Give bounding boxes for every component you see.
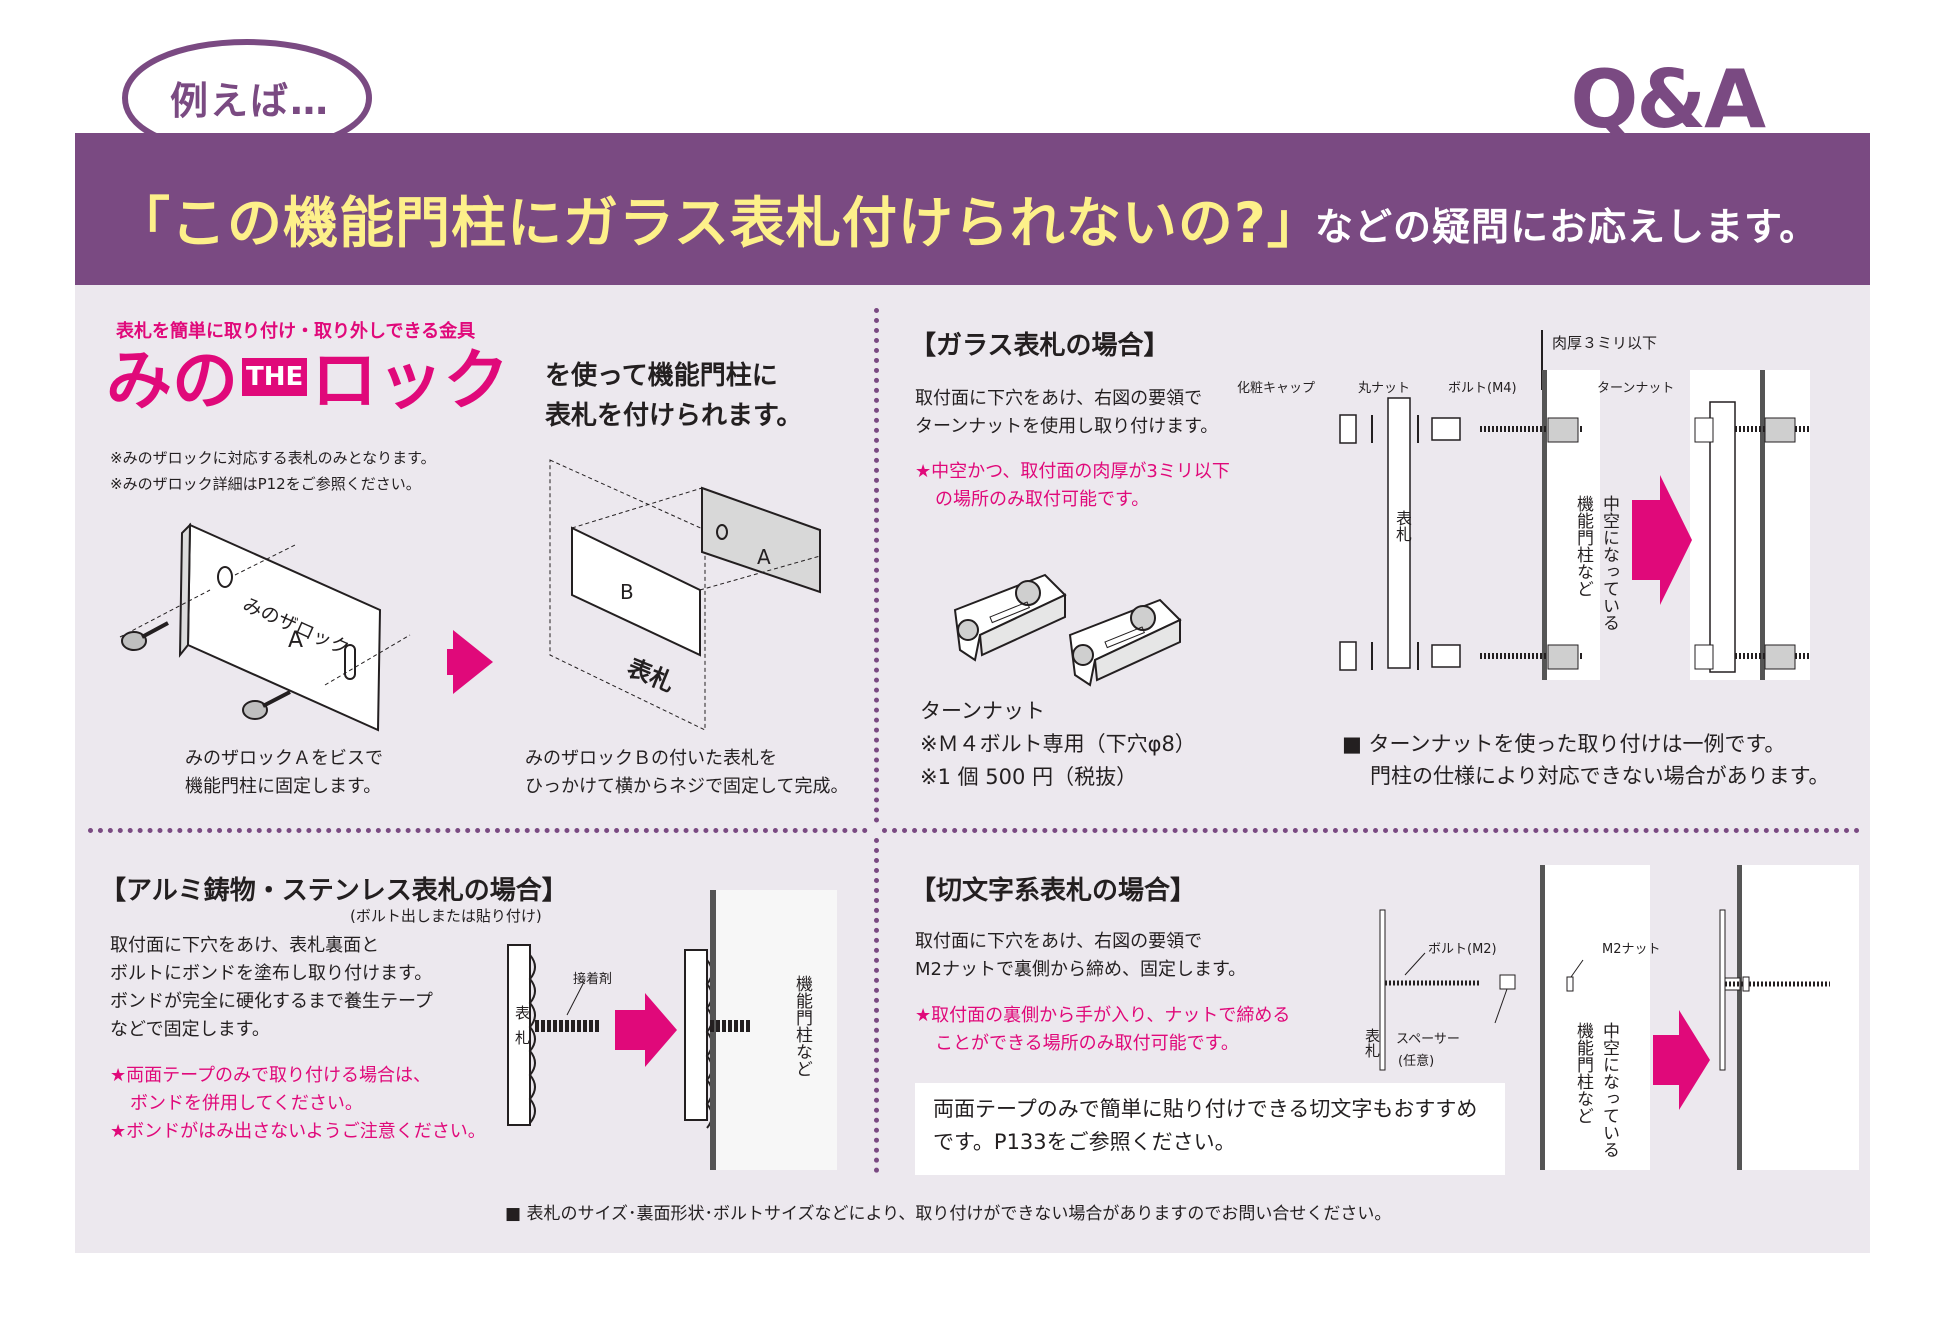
- label-cap: 化粧キャップ: [1237, 381, 1316, 396]
- turn-nut-note-2: ※1 個 500 円（税抜）: [920, 765, 1138, 789]
- label-bolt-m2: ボルト(M2): [1428, 942, 1497, 957]
- label-round-nut: 丸ナット: [1358, 381, 1411, 396]
- glass-pillar-label: 機能門柱など: [1573, 495, 1593, 597]
- cutletter-pillar-label: 機能門柱など: [1573, 1022, 1593, 1124]
- screw-icon: [121, 621, 169, 651]
- turn-nut-illustration: [953, 573, 1182, 687]
- cutletter-note-box: 両面テープのみで簡単に貼り付けできる切文字もおすすめです。P133をご参照くださ…: [915, 1083, 1505, 1175]
- glass-footnote-2: 門柱の仕様により対応できない場合があります。: [1370, 764, 1830, 788]
- caption-left-1: みのザロックＡをビスで: [185, 748, 383, 769]
- label-spacer: スペーサー: [1396, 1032, 1460, 1047]
- label-adhesive: 接着剤: [573, 972, 613, 987]
- label-bolt-m4: ボルト(M4): [1448, 381, 1517, 396]
- caption-right-1: みのザロックＢの付いた表札を: [525, 748, 777, 769]
- page-subtitle: などの疑問にお応えします。: [1315, 205, 1819, 249]
- qa-label: Q&A: [1570, 53, 1766, 146]
- glass-warn-2: の場所のみ取付可能です。: [935, 489, 1150, 510]
- plate-a-letter: A: [288, 628, 304, 653]
- caption-left-2: 機能門柱に固定します。: [185, 776, 382, 797]
- cutletter-warn-2: ことができる場所のみ取付可能です。: [935, 1033, 1239, 1054]
- glass-title: 【ガラス表札の場合】: [910, 331, 1170, 361]
- minolock-tagline: 表札を簡単に取り付け・取り外しできる金具: [116, 321, 476, 342]
- aluminum-warn-3: ★ボンドがはみ出さないようご注意ください。: [110, 1121, 486, 1142]
- aluminum-warn-1: ★両面テープのみで取り付ける場合は、: [110, 1065, 432, 1086]
- arrow-icon: [615, 993, 677, 1067]
- turn-nut-icon: [1068, 598, 1182, 687]
- minolock-note-2: ※みのザロック詳細はP12をご参照ください。: [110, 475, 421, 493]
- logo-the: THE: [242, 358, 308, 396]
- page-title: 「この機能門柱にガラス表札付けられないの?」: [115, 191, 1323, 255]
- aluminum-desc-1: 取付面に下穴をあけ、表札裏面と: [110, 935, 380, 956]
- divider-vertical-top: [874, 308, 879, 823]
- divider-vertical-bottom: [874, 838, 879, 1173]
- minolock-headline-1: を使って機能門柱に: [545, 361, 778, 391]
- aluminum-title: 【アルミ鋳物・ステンレス表札の場合】: [100, 876, 568, 906]
- turn-nut-name: ターンナット: [920, 699, 1045, 723]
- cutletter-title: 【切文字系表札の場合】: [910, 876, 1197, 906]
- glass-nameplate-label: 表札: [1393, 510, 1412, 542]
- logo-lock: ロック: [311, 342, 510, 419]
- aluminum-diagram: [507, 890, 837, 1170]
- aluminum-desc-4: などで固定します。: [110, 1019, 270, 1040]
- caption-right-2: ひっかけて横からネジで固定して完成。: [525, 776, 849, 797]
- aluminum-pillar-label: 機能門柱など: [792, 975, 812, 1077]
- cutletter-hollow-label: 中空になっている: [1599, 1022, 1619, 1158]
- glass-hollow-label: 中空になっている: [1599, 495, 1619, 631]
- arrow-icon: [1653, 1010, 1710, 1110]
- minolock-a-illustration: [119, 522, 411, 732]
- screw-icon: [242, 690, 291, 720]
- glass-diagram: [1339, 330, 1810, 680]
- aluminum-warn-2: ボンドを併用してください。: [130, 1093, 363, 1114]
- plate-a2-letter: A: [757, 545, 771, 569]
- glass-footnote-1: ■ ターンナットを使った取り付けは一例です。: [1342, 732, 1786, 756]
- arrow-icon: [1632, 475, 1692, 605]
- turn-nut-note-1: ※Ｍ４ボルト専用（下穴φ8）: [920, 732, 1196, 756]
- aluminum-desc-3: ボンドが完全に硬化するまで養生テープ: [110, 991, 433, 1012]
- minolock-b-illustration: [549, 459, 821, 731]
- speech-bubble-text: 例えば…: [169, 79, 330, 123]
- divider-horizontal-left: [88, 828, 868, 833]
- cutletter-desc-1: 取付面に下穴をあけ、右図の要領で: [915, 931, 1203, 952]
- logo-mino: みの: [106, 342, 238, 419]
- glass-desc-1: 取付面に下穴をあけ、右図の要領で: [915, 388, 1203, 409]
- cutletter-warn-1: ★取付面の裏側から手が入り、ナットで締める: [915, 1005, 1291, 1026]
- cutletter-desc-2: M2ナットで裏側から締め、固定します。: [915, 959, 1247, 980]
- label-optional: (任意): [1398, 1054, 1435, 1069]
- label-m2-nut: M2ナット: [1602, 942, 1661, 957]
- label-thickness: 肉厚３ミリ以下: [1552, 334, 1658, 352]
- plate-b-letter: B: [620, 580, 634, 604]
- glass-desc-2: ターンナットを使用し取り付けます。: [915, 416, 1219, 437]
- label-turn-nut: ターンナット: [1597, 381, 1675, 396]
- aluminum-desc-2: ボルトにボンドを塗布し取り付けます。: [110, 963, 433, 984]
- arrow-stem: [447, 649, 461, 675]
- aluminum-subtitle: (ボルト出しまたは貼り付け): [350, 907, 542, 925]
- aluminum-nameplate-label: 表札: [513, 1005, 531, 1055]
- minolock-headline-2: 表札を付けられます。: [545, 401, 803, 431]
- cutletter-diagram: [1379, 865, 1859, 1170]
- cutletter-nameplate-label: 表札: [1363, 1028, 1381, 1058]
- divider-horizontal-right: [882, 828, 1860, 833]
- turn-nut-icon: [953, 573, 1067, 662]
- minolock-note-1: ※みのザロックに対応する表札のみとなります。: [110, 449, 436, 467]
- glass-warn-1: ★中空かつ、取付面の肉厚が3ミリ以下: [915, 461, 1230, 482]
- title-band: [75, 133, 1870, 285]
- footer-note: ■ 表札のサイズ･裏面形状･ボルトサイズなどにより、取り付けができない場合があり…: [505, 1204, 1392, 1224]
